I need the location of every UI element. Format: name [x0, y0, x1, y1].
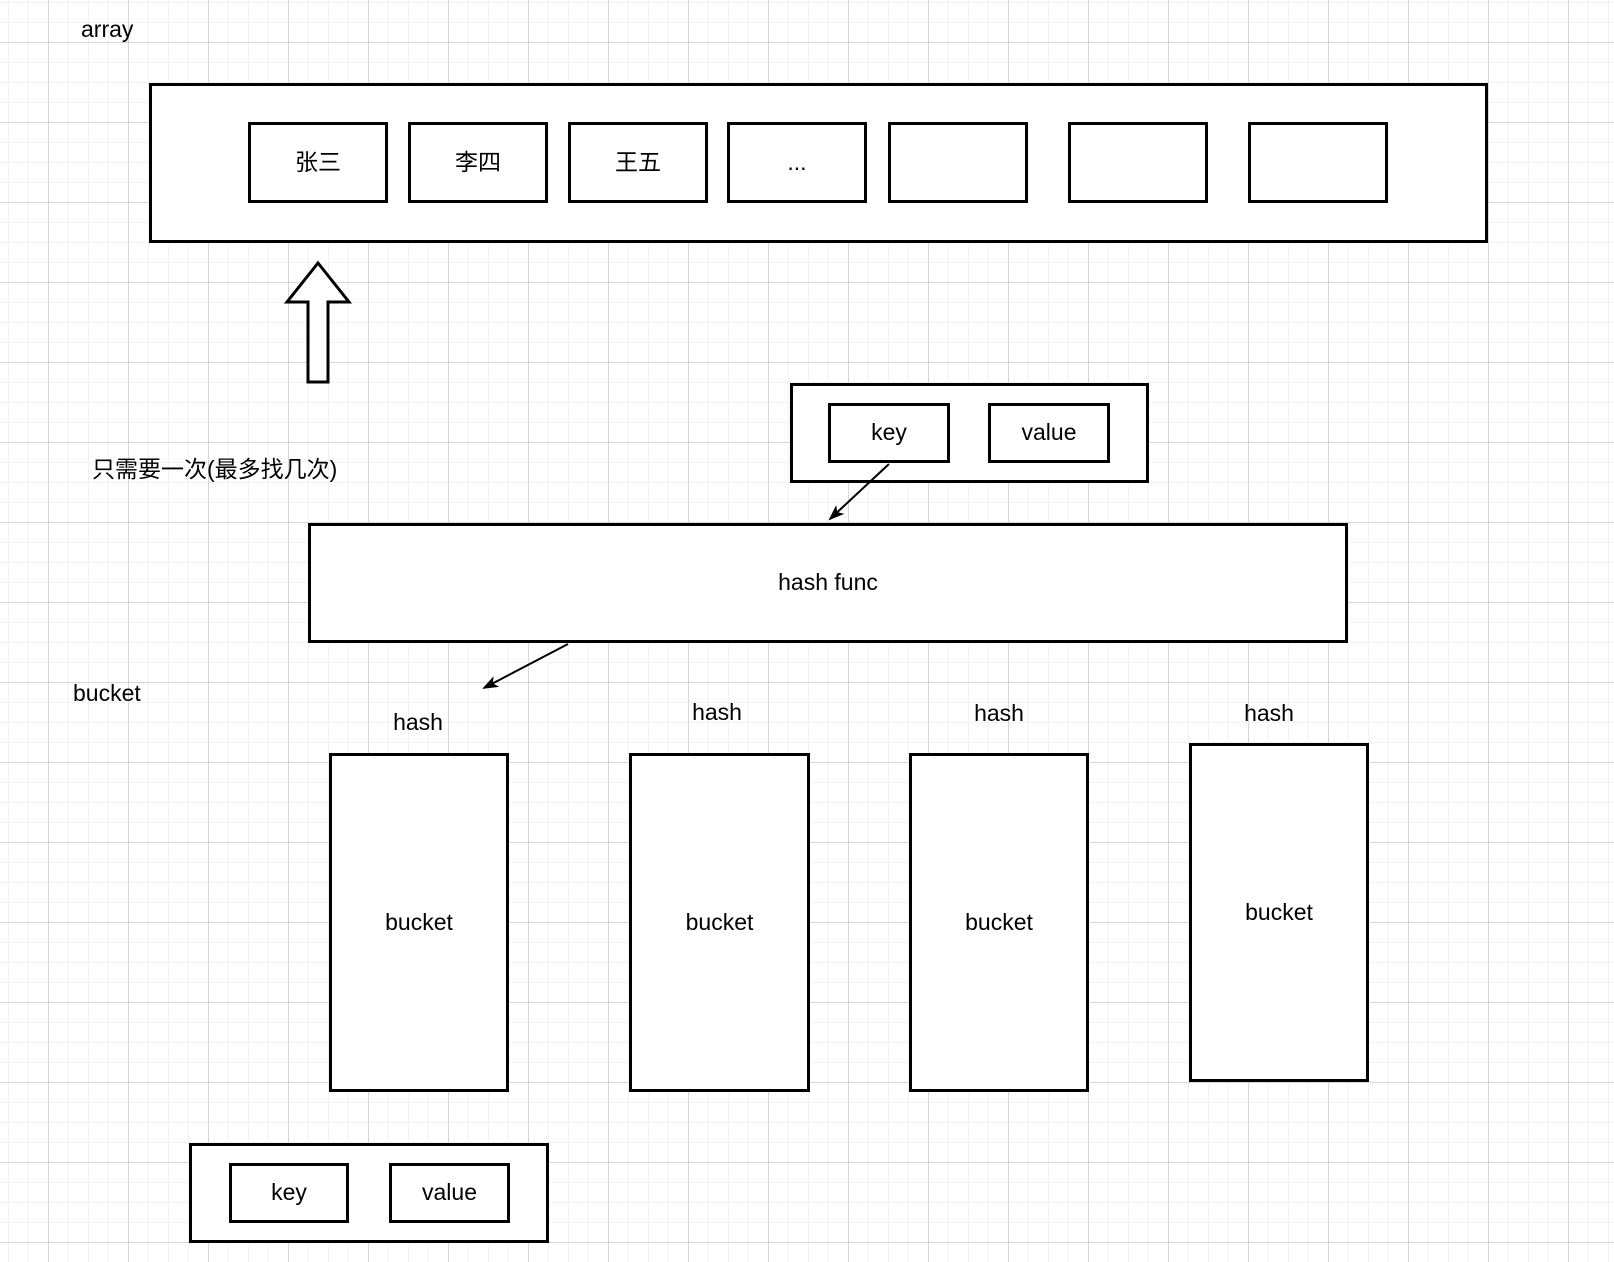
array-cell: 张三 — [248, 122, 388, 203]
array-cell: ... — [727, 122, 867, 203]
array-cell — [888, 122, 1028, 203]
array-section-label: array — [81, 16, 134, 42]
array-cell: 李四 — [408, 122, 548, 203]
arrow-hashfunc-to-bucket-icon — [482, 643, 569, 689]
bucket-hash-label: hash — [974, 700, 1024, 726]
bucket-box: bucket — [1189, 743, 1369, 1082]
bucket-box: bucket — [329, 753, 509, 1092]
array-cell — [1068, 122, 1208, 203]
bucket-section-label: bucket — [73, 680, 141, 706]
up-arrow-icon — [283, 260, 353, 384]
bucket-hash-label: hash — [393, 709, 443, 735]
kv-pair-top: key value — [790, 383, 1149, 483]
kv-pair-bottom: key value — [189, 1143, 549, 1243]
key-box: key — [828, 403, 950, 463]
bucket-box: bucket — [629, 753, 810, 1092]
bucket-hash-label: hash — [692, 699, 742, 725]
hash-func-box: hash func — [308, 523, 1348, 643]
array-container: 张三 李四 王五 ... — [149, 83, 1488, 243]
bucket-box: bucket — [909, 753, 1089, 1092]
note-label: 只需要一次(最多找几次) — [92, 456, 338, 482]
value-box: value — [389, 1163, 510, 1223]
value-box: value — [988, 403, 1110, 463]
key-box: key — [229, 1163, 349, 1223]
array-cell — [1248, 122, 1388, 203]
array-cell: 王五 — [568, 122, 708, 203]
bucket-hash-label: hash — [1244, 700, 1294, 726]
